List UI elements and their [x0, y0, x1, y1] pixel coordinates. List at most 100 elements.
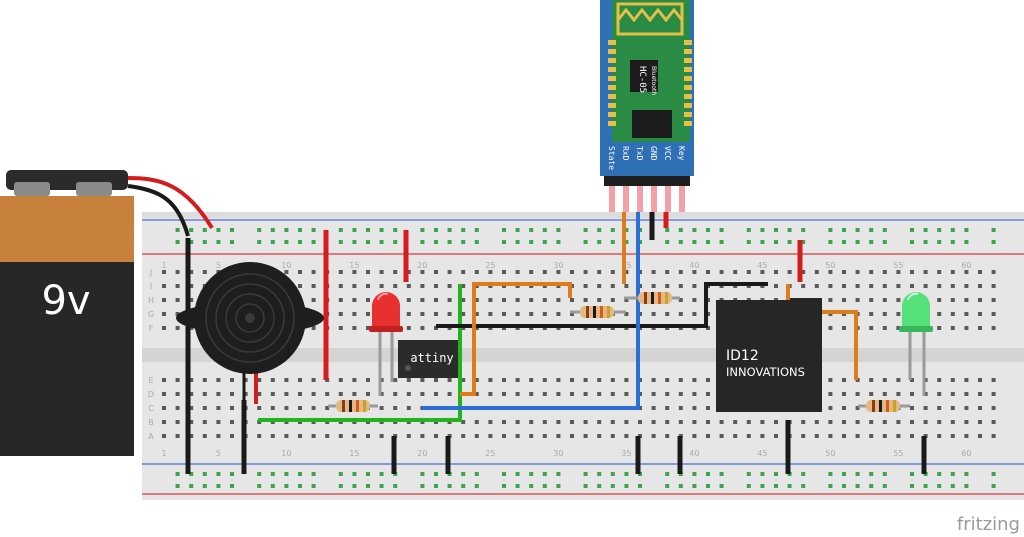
hole	[406, 378, 411, 382]
hole	[366, 312, 370, 316]
bt-pad	[608, 94, 616, 99]
bt-pin-label: VCC	[663, 146, 672, 161]
rail-hole	[230, 240, 234, 244]
rail-hole	[298, 240, 302, 244]
bt-pad	[608, 49, 616, 54]
hole	[706, 434, 710, 438]
hole	[216, 434, 221, 438]
hole	[434, 284, 438, 288]
rail-hole	[583, 472, 588, 476]
hole	[692, 378, 697, 382]
hole	[978, 434, 982, 438]
bt-pad	[684, 40, 692, 45]
hole	[556, 270, 561, 274]
hole	[801, 284, 806, 288]
hole	[597, 284, 602, 288]
rail-hole	[964, 472, 969, 476]
hole	[515, 420, 520, 424]
rail-hole	[502, 240, 506, 244]
hole	[583, 378, 588, 382]
hole	[352, 270, 357, 274]
rail-hole	[910, 228, 914, 232]
rail-hole	[937, 472, 942, 476]
hole	[991, 392, 996, 396]
hole	[692, 284, 697, 288]
hole	[814, 434, 819, 438]
rail-hole	[230, 228, 234, 232]
hole	[202, 434, 207, 438]
row-letter: A	[148, 432, 154, 441]
rail-hole	[678, 484, 683, 488]
rfid-label-2: INNOVATIONS	[726, 365, 805, 379]
hole	[162, 406, 166, 410]
hole	[243, 378, 248, 382]
hole	[338, 312, 343, 316]
hole	[488, 378, 493, 382]
hole	[896, 284, 901, 288]
hole	[515, 312, 520, 316]
hole	[814, 284, 819, 288]
hole	[325, 392, 330, 396]
hole	[189, 298, 194, 302]
bt-pin-label: State	[607, 146, 616, 170]
hole	[760, 434, 765, 438]
hole	[597, 392, 602, 396]
bt-pad	[684, 49, 692, 54]
rail-hole	[950, 228, 955, 232]
battery-red-lead	[127, 176, 214, 230]
hole	[964, 312, 969, 316]
hole	[488, 420, 493, 424]
bt-pin-label: GND	[649, 146, 658, 161]
wire-black-long	[436, 282, 768, 328]
hole	[570, 312, 574, 316]
column-number: 40	[689, 261, 699, 270]
rail-hole	[189, 240, 194, 244]
hole	[678, 392, 683, 396]
hole	[991, 378, 996, 382]
hole	[828, 284, 833, 288]
hole	[665, 284, 670, 288]
hole	[774, 270, 778, 274]
hole	[624, 312, 629, 316]
rail-hole	[937, 240, 942, 244]
hole	[814, 270, 819, 274]
rail-hole	[311, 472, 316, 476]
hole	[243, 392, 248, 396]
hole	[393, 270, 398, 274]
rail-hole	[257, 228, 262, 232]
rail-hole	[434, 472, 438, 476]
hole	[284, 270, 289, 274]
rail-hole	[447, 228, 452, 232]
hole	[257, 392, 262, 396]
hole	[189, 434, 194, 438]
hole	[366, 284, 370, 288]
hole	[298, 392, 302, 396]
hole	[991, 284, 996, 288]
row-letter: I	[150, 282, 152, 291]
hole	[978, 378, 982, 382]
bt-pin	[651, 186, 657, 212]
hole	[175, 434, 180, 438]
bt-pin	[637, 186, 643, 212]
rail-hole	[760, 228, 765, 232]
hole	[434, 392, 438, 396]
column-number: 50	[825, 449, 835, 458]
rail-hole	[284, 240, 289, 244]
row-letter: J	[149, 268, 152, 277]
hole	[692, 298, 697, 302]
hole	[515, 392, 520, 396]
battery-body	[0, 262, 134, 456]
rail-hole	[719, 240, 724, 244]
column-number: 30	[553, 449, 563, 458]
bt-pads	[608, 40, 692, 126]
column-number: 55	[893, 449, 903, 458]
hole	[298, 270, 302, 274]
rail-hole	[461, 484, 466, 488]
hole	[651, 406, 656, 410]
hole	[678, 312, 683, 316]
hole	[352, 298, 357, 302]
hole	[991, 312, 996, 316]
hole	[828, 392, 833, 396]
hole	[556, 378, 561, 382]
